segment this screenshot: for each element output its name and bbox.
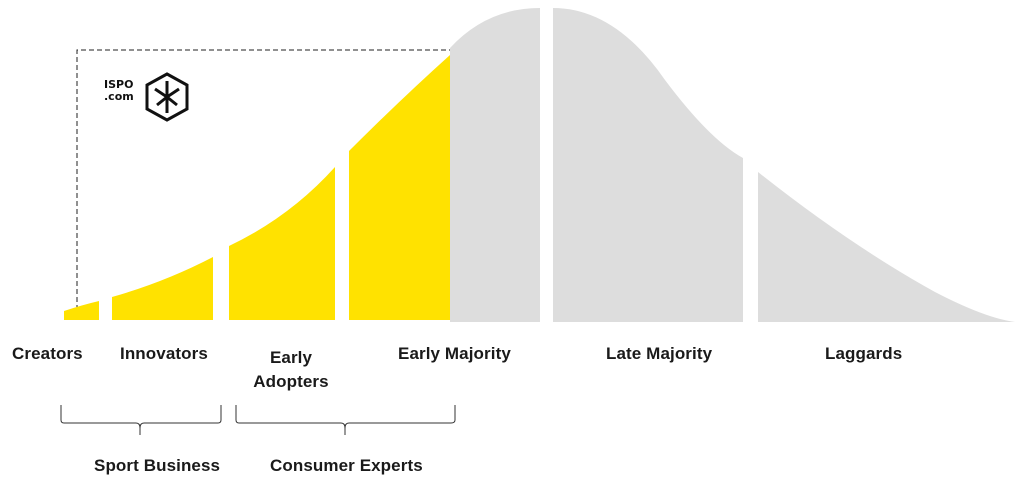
segment-late-majority bbox=[553, 8, 743, 322]
logo-text-line2: .com bbox=[104, 90, 134, 103]
ispo-hexagon-logo-icon bbox=[145, 72, 189, 122]
segment-early-adopters bbox=[229, 167, 335, 320]
logo-text: ISPO .com bbox=[104, 79, 134, 103]
label-early-adopters-line1: Early bbox=[269, 348, 313, 367]
segment-laggards bbox=[758, 172, 1015, 322]
segment-early-majority-peak bbox=[450, 8, 540, 322]
label-laggards: Laggards bbox=[825, 344, 903, 363]
label-early-adopters-line2: Adopters bbox=[253, 372, 329, 391]
group-label-consumer-experts: Consumer Experts bbox=[270, 456, 423, 475]
label-early-adopters: Early Adopters bbox=[246, 346, 336, 394]
label-late-majority: Late Majority bbox=[606, 344, 713, 363]
bracket-sport-business bbox=[60, 405, 222, 435]
segment-early-majority bbox=[349, 55, 450, 320]
label-early-majority: Early Majority bbox=[398, 344, 511, 363]
segment-creators bbox=[64, 301, 99, 320]
group-label-sport-business: Sport Business bbox=[94, 456, 221, 475]
logo-text-line1: ISPO bbox=[104, 78, 134, 91]
label-innovators: Innovators bbox=[120, 344, 208, 363]
bracket-consumer-experts bbox=[235, 405, 456, 435]
dashed-frame bbox=[76, 49, 450, 318]
segment-innovators bbox=[112, 257, 213, 320]
label-creators: Creators bbox=[12, 344, 83, 363]
ispo-logo: ISPO .com bbox=[104, 71, 196, 123]
